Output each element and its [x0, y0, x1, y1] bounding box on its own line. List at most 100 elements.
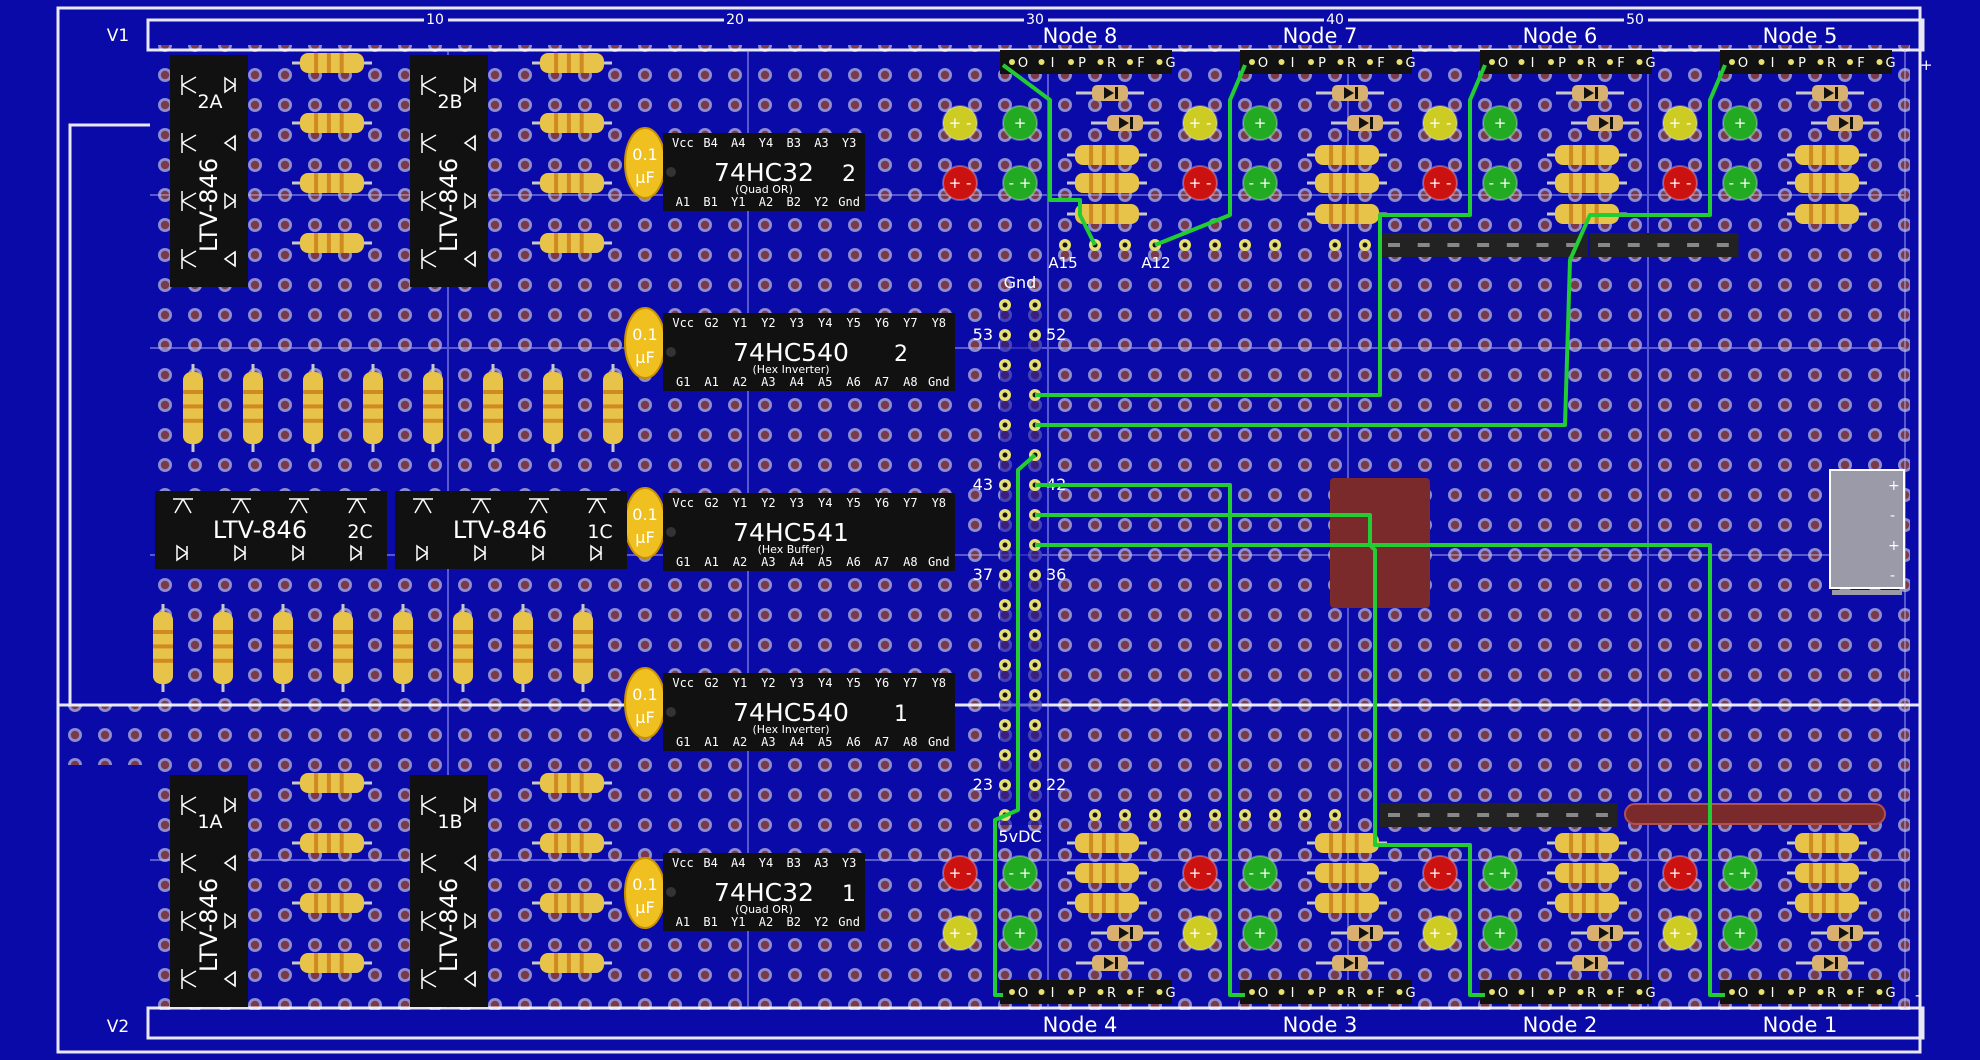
resistor-band — [543, 418, 563, 423]
opto-symbol — [464, 192, 477, 210]
resistor-body — [540, 233, 604, 253]
resistor-body — [300, 953, 364, 973]
opto-part-label: LTV-846 — [195, 158, 223, 252]
opto-symbol — [474, 544, 487, 562]
header-pin-hole — [1002, 692, 1008, 698]
connector-pin-label: I — [1531, 56, 1535, 71]
led-body — [1182, 165, 1218, 201]
opto-transistor — [347, 498, 367, 514]
connector-body — [1240, 50, 1412, 74]
led-body — [1482, 915, 1518, 951]
diode — [1796, 955, 1864, 971]
header-pin-hole — [1032, 782, 1038, 788]
resistor-body — [1315, 893, 1379, 913]
resistor-band — [314, 833, 319, 853]
connector-pin — [1278, 989, 1285, 995]
terminal-plus-label: + — [1888, 478, 1900, 494]
led: + - — [942, 105, 978, 141]
header-pin-hole — [1032, 362, 1038, 368]
led-body — [1242, 855, 1278, 891]
strip-pin — [1477, 813, 1490, 817]
opto-transistor — [181, 969, 197, 989]
wire — [1154, 64, 1247, 247]
resistor — [532, 113, 612, 133]
connector-pin-label: O — [1738, 986, 1748, 1001]
pin-number: 52 — [1046, 325, 1066, 344]
connector-pin — [1758, 59, 1765, 65]
chip-notch — [666, 167, 676, 177]
hole-field-left — [60, 705, 150, 765]
led: + - — [1662, 165, 1698, 201]
chip-body — [663, 853, 865, 931]
chip-pin-label: A2 — [759, 915, 773, 929]
resistor — [423, 364, 443, 452]
connector-pin-label: R — [1107, 56, 1116, 71]
resistor-body — [300, 773, 364, 793]
diode-band — [1355, 957, 1358, 969]
column-number: 20 — [726, 12, 744, 28]
opto-transistor — [231, 498, 251, 514]
header-pin-hole — [1032, 662, 1038, 668]
chip-pin-label: Gnd — [928, 375, 950, 389]
connector-pin — [1729, 989, 1735, 995]
resistor — [532, 173, 612, 193]
diode-symbol — [1104, 87, 1114, 99]
resistor — [1307, 204, 1387, 224]
node-label: Node 8 — [1043, 24, 1118, 48]
opto-symbol — [464, 912, 477, 930]
resistor-band — [1821, 863, 1826, 883]
resistor-band — [333, 658, 353, 663]
led: - + — [1242, 855, 1278, 891]
chip-pin-label: A7 — [875, 735, 889, 749]
chip-pin-label: A2 — [759, 195, 773, 209]
resistor-body — [1555, 145, 1619, 165]
pin-number: 23 — [973, 775, 993, 794]
led-polarity: - + — [1009, 864, 1032, 882]
connector-pin — [1847, 59, 1853, 65]
capacitor-unit: µF — [635, 348, 654, 367]
resistor — [1307, 893, 1387, 913]
connector-pin-label: F — [1377, 986, 1384, 1001]
opto-symbol — [176, 544, 189, 562]
resistor-band — [566, 953, 571, 973]
resistor-band — [566, 233, 571, 253]
chip-pin-label: Y2 — [814, 195, 828, 209]
chip-pin-label: Y1 — [731, 915, 745, 929]
chip-pin-label: Y2 — [814, 915, 828, 929]
led: + - — [1662, 855, 1698, 891]
chip-pin-label: Y6 — [875, 676, 889, 690]
column-number: 40 — [1326, 12, 1344, 28]
resistor — [573, 604, 593, 692]
header-pin-hole — [1182, 812, 1188, 818]
resistor-band — [573, 644, 593, 649]
connector-pin-label: R — [1347, 986, 1356, 1001]
connector-pin — [1636, 989, 1643, 995]
header-pin-hole — [1032, 572, 1038, 578]
pin-number: 53 — [973, 325, 993, 344]
diode-symbol — [1584, 957, 1594, 969]
opto-part-label: LTV-846 — [435, 158, 463, 252]
chip-pin-label: B4 — [703, 856, 717, 870]
led-body — [1422, 105, 1458, 141]
resistor-band — [213, 630, 233, 634]
opto-symbol — [224, 76, 237, 94]
opto-transistor — [181, 191, 197, 211]
led-polarity: + - — [949, 864, 972, 882]
header-pin-hole — [1272, 812, 1278, 818]
resistor — [1307, 145, 1387, 165]
led: + - — [942, 165, 978, 201]
diode — [1811, 115, 1879, 131]
chip-pin-label: A1 — [704, 375, 718, 389]
connector-pin-label: O — [1738, 56, 1748, 71]
diode-band — [1850, 927, 1853, 939]
chip-description: (Quad OR) — [735, 183, 793, 196]
resistor-body — [540, 833, 604, 853]
resistor-band — [326, 233, 331, 253]
capacitor-value: 0.1 — [632, 685, 657, 704]
resistor-body — [540, 173, 604, 193]
led: - + — [1722, 165, 1758, 201]
diode-band — [1130, 927, 1133, 939]
